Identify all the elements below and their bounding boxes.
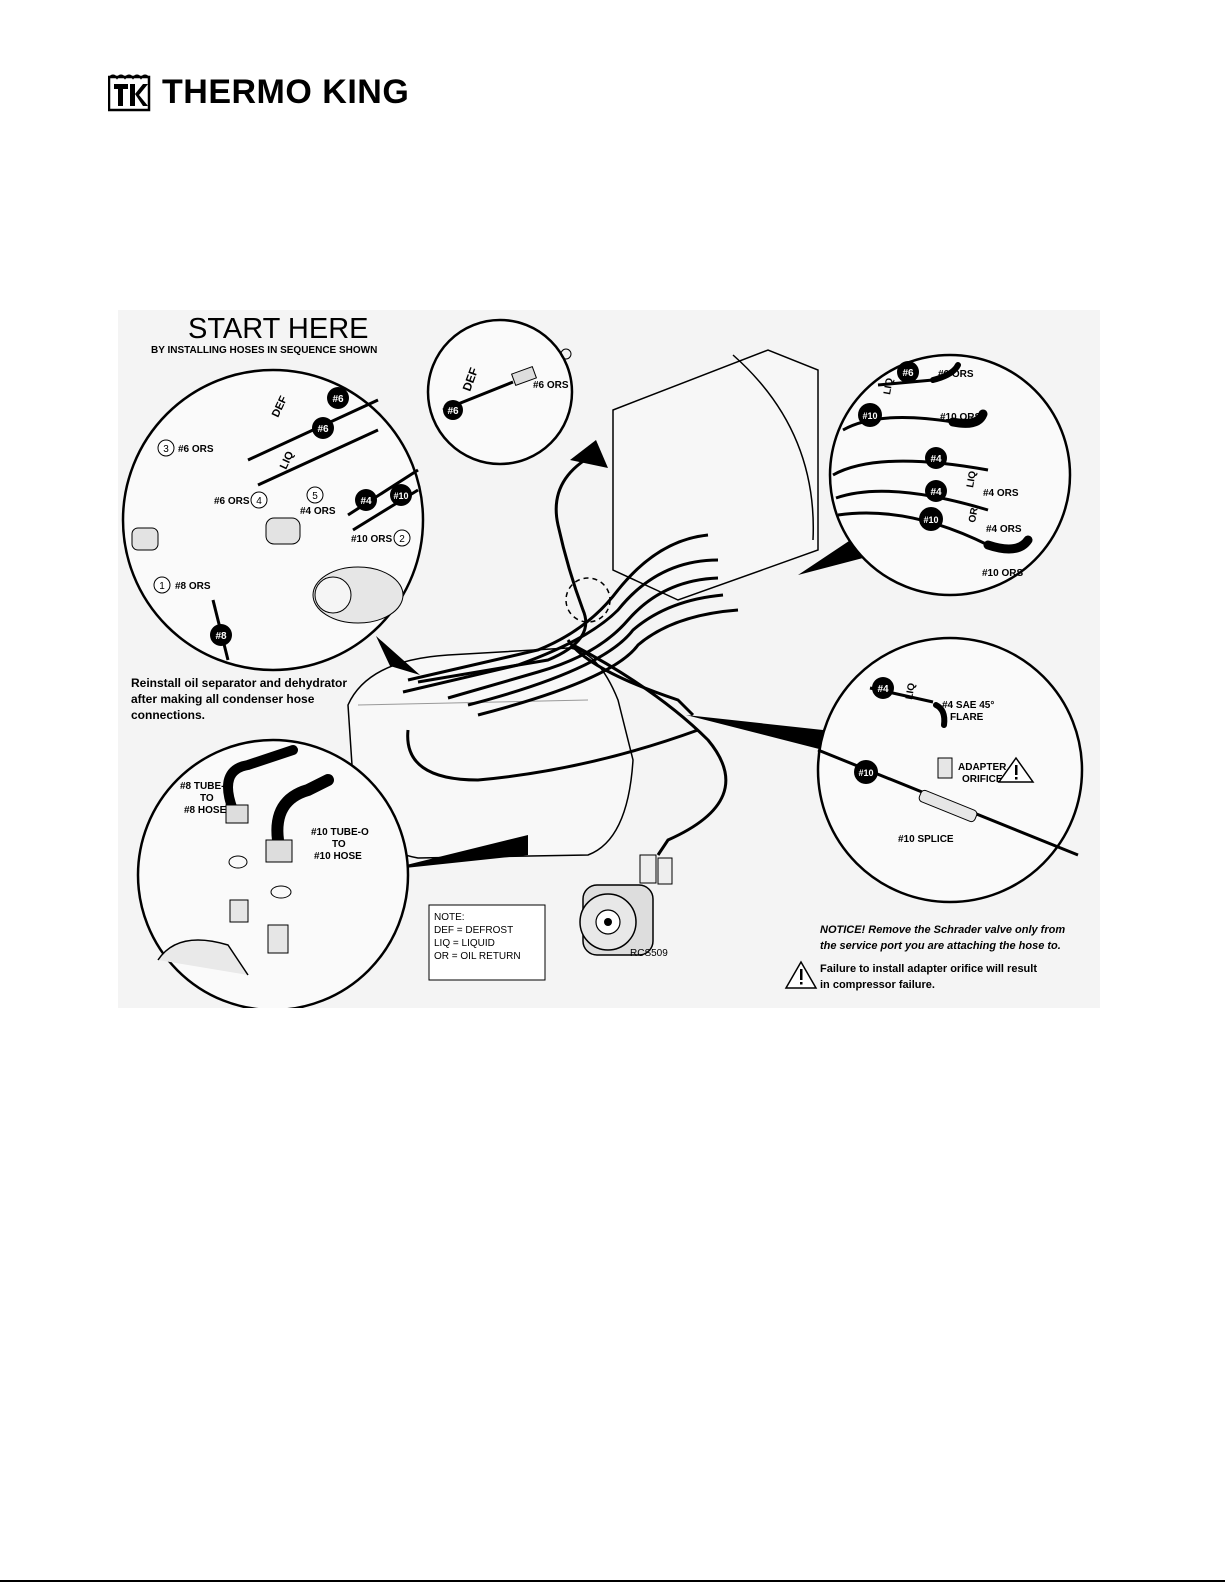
top-fitting-label: #6 ORS bbox=[533, 380, 569, 391]
left-tag-3: #4 bbox=[360, 496, 372, 507]
tube-8-line-3: #8 HOSE bbox=[184, 805, 227, 816]
flare-line-1: #4 SAE 45° bbox=[942, 700, 994, 711]
tube-10-line-1: #10 TUBE-O bbox=[311, 827, 369, 838]
right-hose-3: LIQ bbox=[965, 470, 979, 489]
junction-highlight bbox=[565, 577, 611, 623]
warning-block: Failure to install adapter orifice will … bbox=[784, 960, 1037, 991]
step-2-label: #10 ORS bbox=[351, 534, 392, 545]
right-tag-5: #10 bbox=[923, 515, 938, 525]
step-1-label: #8 ORS bbox=[175, 581, 211, 592]
step-5-num: 5 bbox=[312, 491, 318, 502]
adapter-warning-icon bbox=[997, 756, 1035, 783]
left-tag-5: #8 bbox=[215, 631, 227, 642]
warning-triangle-icon bbox=[784, 960, 818, 989]
right-fitting-1: #6 ORS bbox=[938, 369, 974, 380]
right-hose-4: OR bbox=[967, 506, 981, 523]
warning-line-2: in compressor failure. bbox=[820, 979, 935, 991]
figure-id: RCS509 bbox=[630, 948, 668, 959]
tube-10-line-2: TO bbox=[332, 839, 346, 850]
reinstall-line-3: connections. bbox=[131, 708, 205, 722]
compressor bbox=[579, 854, 673, 956]
note-title: NOTE: bbox=[434, 912, 465, 923]
splice-label: #10 SPLICE bbox=[898, 834, 954, 845]
right-tag-2: #10 bbox=[862, 411, 877, 421]
lr-tag-10: #10 bbox=[858, 768, 873, 778]
notice-block: NOTICE! Remove the Schrader valve only f… bbox=[820, 924, 1065, 952]
right-fitting-2: #10 ORS bbox=[940, 412, 981, 423]
adapter-line-1: ADAPTER bbox=[958, 762, 1007, 773]
top-tag: #6 bbox=[447, 406, 459, 417]
notice-line-1: NOTICE! Remove the Schrader valve only f… bbox=[820, 924, 1065, 936]
note-or: OR = OIL RETURN bbox=[434, 951, 521, 962]
right-tag-4: #4 bbox=[930, 487, 942, 498]
hose-routing bbox=[402, 453, 739, 856]
note-box: NOTE: DEF = DEFROST LIQ = LIQUID OR = OI… bbox=[428, 904, 546, 981]
thermo-king-logo: THERMO KING bbox=[107, 72, 410, 112]
step-4-num: 4 bbox=[256, 496, 262, 507]
reinstall-line-2: after making all condenser hose bbox=[131, 692, 315, 706]
right-hose-1: LIQ bbox=[882, 377, 896, 396]
install-steps: 3 #6 ORS 4 #6 ORS 5 #4 ORS 2 #10 ORS 1 #… bbox=[153, 439, 411, 594]
right-detail-circle: #6 #10 #4 #4 #10 LIQ LIQ OR #6 ORS #10 O… bbox=[798, 353, 1072, 597]
adapter-line-2: ORIFICE bbox=[962, 774, 1003, 785]
step-2-num: 2 bbox=[399, 534, 405, 545]
condenser-assembly bbox=[612, 349, 819, 601]
note-liq: LIQ = LIQUID bbox=[434, 938, 495, 949]
step-3-label: #6 ORS bbox=[178, 444, 214, 455]
left-tag-4: #10 bbox=[393, 491, 408, 501]
right-tag-1: #6 bbox=[902, 368, 914, 379]
right-fitting-5: #10 ORS bbox=[982, 568, 1023, 579]
start-here-heading: START HERE bbox=[188, 313, 369, 345]
top-detail-circle: #6 DEF #6 ORS bbox=[426, 318, 608, 468]
right-tag-3: #4 bbox=[930, 454, 942, 465]
left-tag-2: #6 bbox=[317, 424, 329, 435]
reinstall-line-1: Reinstall oil separator and dehydrator bbox=[131, 676, 347, 690]
warning-line-1: Failure to install adapter orifice will … bbox=[820, 963, 1037, 975]
tube-10-line-3: #10 HOSE bbox=[314, 851, 362, 862]
left-tags: #6 #6 #4 #10 #8 bbox=[210, 387, 412, 646]
left-tag-1: #6 bbox=[332, 394, 344, 405]
thermo-king-tk-icon bbox=[107, 72, 152, 112]
lower-right-detail-circle: #4 #10 LIQ #4 SAE 45° FLARE ADAPTER ORIF… bbox=[686, 636, 1084, 904]
right-fitting-4: #4 ORS bbox=[986, 524, 1022, 535]
page-bottom-rule bbox=[0, 1580, 1225, 1582]
note-def: DEF = DEFROST bbox=[434, 925, 513, 936]
lower-left-detail-circle: #8 TUBE-O TO #8 HOSE #10 TUBE-O TO #10 H… bbox=[136, 738, 528, 1008]
notice-line-2: the service port you are attaching the h… bbox=[820, 940, 1061, 952]
step-5-label: #4 ORS bbox=[300, 506, 336, 517]
step-3-num: 3 bbox=[163, 444, 169, 455]
left-detail-circle: #6 #6 #4 #10 #8 DEF LIQ 3 #6 ORS 4 #6 OR… bbox=[121, 368, 425, 675]
lr-tag-4: #4 bbox=[877, 684, 889, 695]
hose-installation-diagram: #6 DEF #6 ORS #6 #6 #4 #10 #8 DEF LIQ bbox=[118, 310, 1100, 1008]
lr-hose-liq: LIQ bbox=[904, 682, 918, 701]
right-fitting-3: #4 ORS bbox=[983, 488, 1019, 499]
start-here-subheading: BY INSTALLING HOSES IN SEQUENCE SHOWN bbox=[151, 345, 377, 356]
tube-8-line-1: #8 TUBE-O bbox=[180, 781, 232, 792]
flare-line-2: FLARE bbox=[950, 712, 984, 723]
step-4-label: #6 ORS bbox=[214, 496, 250, 507]
brand-name: THERMO KING bbox=[162, 73, 410, 111]
step-1-num: 1 bbox=[159, 581, 165, 592]
tube-8-line-2: TO bbox=[200, 793, 214, 804]
reinstall-note: Reinstall oil separator and dehydrator a… bbox=[131, 676, 347, 722]
